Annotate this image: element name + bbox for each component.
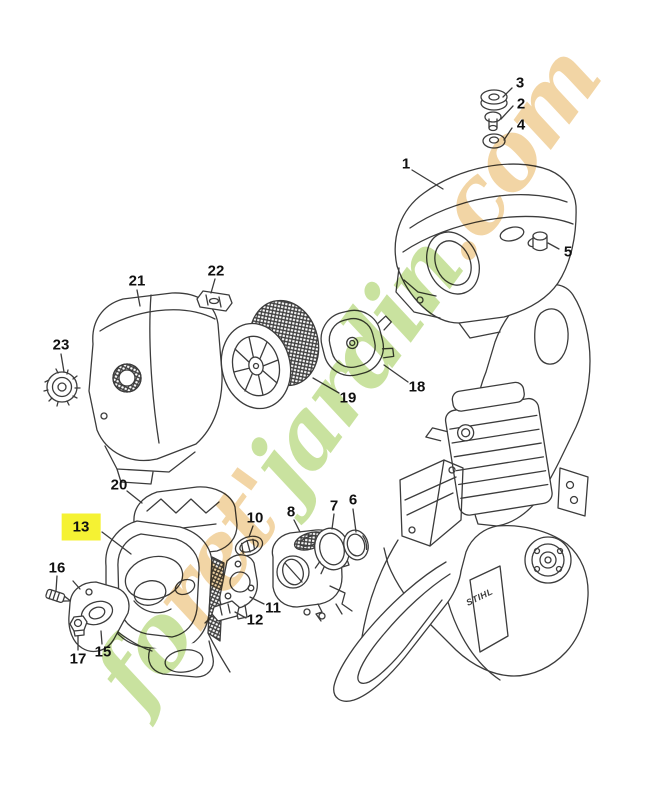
part-drawing-cap-10 — [234, 535, 264, 557]
part-label-16[interactable]: 16 — [48, 559, 66, 577]
part-label-23[interactable]: 23 — [52, 336, 70, 354]
part-label-20[interactable]: 20 — [110, 476, 128, 494]
part-label-17[interactable]: 17 — [69, 650, 87, 668]
part-drawing-filter-19 — [220, 299, 320, 410]
part-label-5[interactable]: 5 — [563, 243, 573, 261]
part-label-15[interactable]: 15 — [94, 643, 112, 661]
part-label-3[interactable]: 3 — [515, 74, 525, 92]
part-drawing-washer-4 — [482, 133, 506, 149]
part-label-2[interactable]: 2 — [516, 95, 526, 113]
part-label-18[interactable]: 18 — [408, 378, 426, 396]
part-drawing-nut-17 — [69, 615, 88, 637]
part-drawing-shroud-1 — [394, 163, 577, 339]
part-label-1[interactable]: 1 — [401, 155, 411, 173]
part-label-4[interactable]: 4 — [516, 116, 526, 134]
part-drawing-base-18 — [320, 309, 395, 377]
part-label-19[interactable]: 19 — [339, 389, 357, 407]
part-drawing-housing-13 — [105, 520, 231, 678]
part-drawing-grommet-3 — [480, 89, 508, 111]
saw-body-drawing: STIHL — [333, 284, 591, 702]
part-label-6[interactable]: 6 — [348, 491, 358, 509]
part-drawing-ring-6 — [343, 529, 369, 561]
part-label-7[interactable]: 7 — [329, 497, 339, 515]
part-drawing-knob-23 — [43, 368, 81, 407]
part-drawing-clamp-12 — [204, 600, 240, 624]
part-label-21[interactable]: 21 — [128, 272, 146, 290]
part-label-22[interactable]: 22 — [207, 262, 225, 280]
part-drawing-clip-22 — [196, 290, 233, 312]
part-drawing-plug-2 — [484, 111, 502, 132]
part-drawing-screw-16 — [45, 588, 72, 603]
part-drawing-plug-5 — [532, 231, 548, 252]
leader-lines — [55, 87, 560, 651]
part-label-10[interactable]: 10 — [246, 509, 264, 527]
part-label-11[interactable]: 11 — [265, 599, 281, 617]
part-label-12[interactable]: 12 — [246, 611, 264, 629]
part-label-8[interactable]: 8 — [286, 503, 296, 521]
part-label-13-highlighted[interactable]: 13 — [61, 513, 101, 541]
part-drawing-cover-21 — [88, 292, 223, 485]
